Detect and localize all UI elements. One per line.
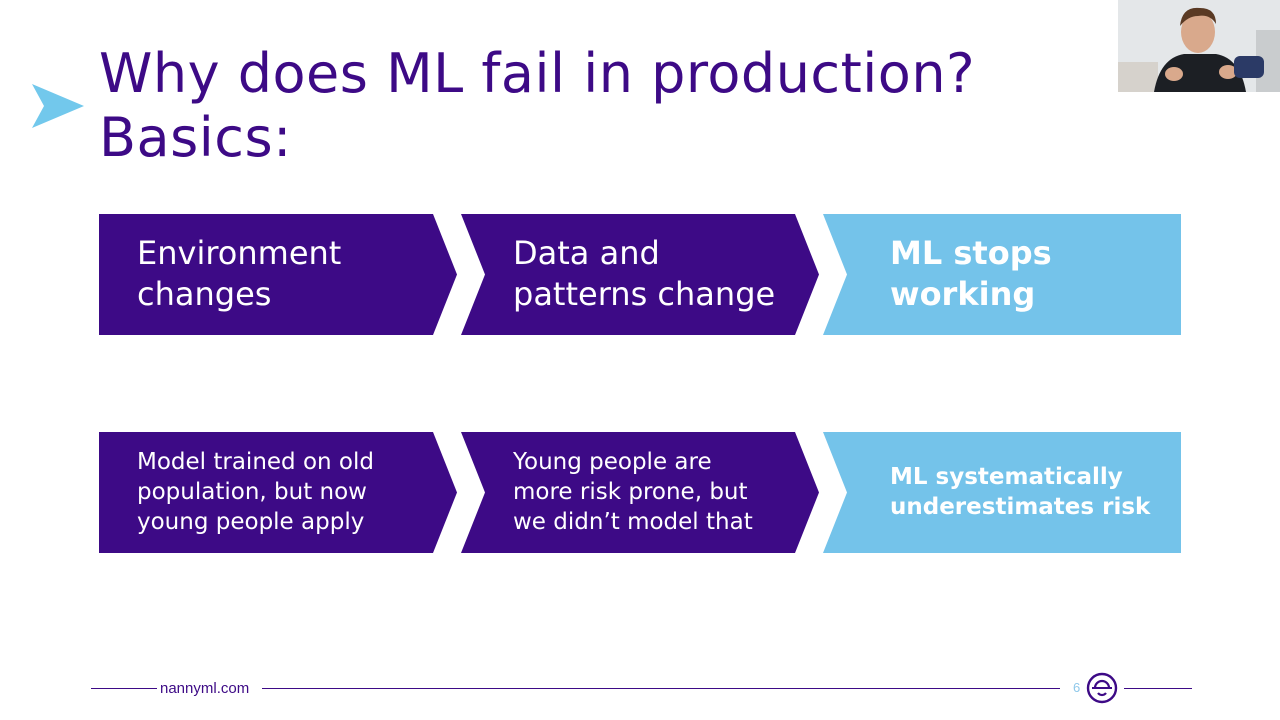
step-label-line3: we didn’t model that [513, 509, 753, 535]
slide-title-line1: Why does ML fail in production? [99, 42, 976, 105]
step-label-line2: changes [137, 275, 272, 313]
footer-divider-left [91, 688, 157, 689]
flow-row-example: Model trained on old population, but now… [99, 432, 1181, 553]
step-label-line1: Young people are [513, 449, 712, 475]
step-label-line2: working [890, 275, 1036, 313]
flow-step-data-patterns: Data and patterns change [461, 214, 819, 335]
slide-title-line2: Basics: [99, 106, 292, 169]
flow-step-ml-stops: ML stops working [823, 214, 1181, 335]
step-label-line2: more risk prone, but [513, 479, 748, 505]
flow-step-risk-prone: Young people are more risk prone, but we… [461, 432, 819, 553]
webcam-video-overlay [1118, 0, 1280, 92]
play-arrow-icon [32, 84, 84, 128]
footer-divider-middle [262, 688, 1060, 689]
step-label-line1: Data and [513, 234, 660, 272]
step-label-line1: ML systematically [890, 464, 1123, 490]
step-label-line2: population, but now [137, 479, 367, 505]
step-label-line3: young people apply [137, 509, 365, 535]
step-label-line2: patterns change [513, 275, 776, 313]
step-label-line2: underestimates risk [890, 494, 1151, 520]
flow-step-environment: Environment changes [99, 214, 457, 335]
flow-step-underestimates: ML systematically underestimates risk [823, 432, 1181, 553]
flow-step-old-population: Model trained on old population, but now… [99, 432, 457, 553]
nannyml-logo-icon [1086, 672, 1118, 704]
step-label-line1: ML stops [890, 234, 1052, 272]
page-number: 6 [1073, 680, 1081, 695]
slide-title: Why does ML fail in production? Basics: [99, 42, 975, 170]
footer-url: nannyml.com [160, 680, 250, 697]
flow-row-concepts: Environment changes Data and patterns ch… [99, 214, 1181, 335]
presenter-video-icon [1118, 0, 1280, 92]
step-label-line1: Environment [137, 234, 342, 272]
step-label-line1: Model trained on old [137, 449, 374, 475]
footer-divider-right [1124, 688, 1192, 689]
